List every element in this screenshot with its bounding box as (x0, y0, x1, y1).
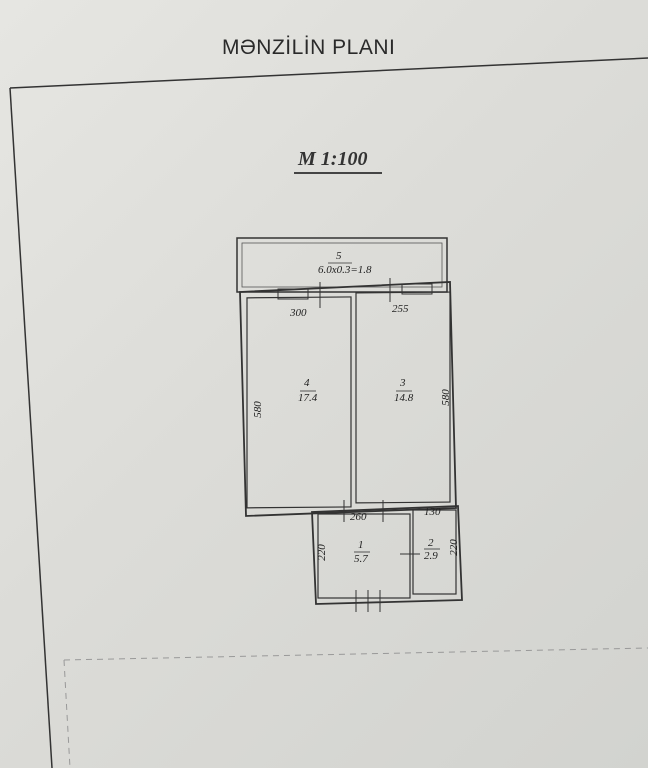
room-3-area: 14.8 (394, 392, 414, 404)
faint-dashed-line-left (63, 659, 71, 768)
scale-label: M 1:100 (298, 148, 368, 170)
main-outer-wall (239, 281, 457, 517)
frame-left-line (9, 87, 53, 768)
dim-room2-width: 130 (424, 506, 441, 518)
dim-room2-height: 220 (447, 539, 460, 556)
room-1-area: 5.7 (354, 553, 368, 565)
room-1-wall (317, 513, 411, 599)
window-right (401, 283, 433, 295)
room-1-number: 1 (358, 539, 364, 551)
dim-room1-width: 260 (350, 511, 367, 523)
room-3-number: 3 (400, 377, 406, 389)
dim-room3-length: 580 (439, 389, 452, 406)
room-2-area: 2.9 (424, 550, 438, 562)
dim-room4-width: 300 (290, 307, 307, 319)
lower-outer-wall (311, 505, 463, 605)
frame-top-line (9, 57, 648, 89)
room-2-wall (412, 509, 457, 595)
room-4-wall (246, 296, 352, 509)
scale-underline (294, 172, 382, 174)
room-4-number: 4 (304, 377, 310, 389)
room-3-wall (355, 291, 451, 504)
dim-room1-height: 220 (315, 544, 328, 561)
room-5-number: 5 (336, 250, 342, 262)
faint-dashed-line (63, 647, 648, 661)
room-5-area: 6.0x0.3=1.8 (318, 264, 372, 276)
dim-room3-width: 255 (392, 303, 409, 315)
room-4-area: 17.4 (298, 392, 318, 404)
window-left (277, 288, 309, 300)
page-title: MƏNZİLİN PLANI (222, 36, 396, 59)
dim-room4-length: 580 (251, 401, 264, 418)
room-2-number: 2 (428, 537, 434, 549)
balcony-outline (236, 237, 448, 293)
